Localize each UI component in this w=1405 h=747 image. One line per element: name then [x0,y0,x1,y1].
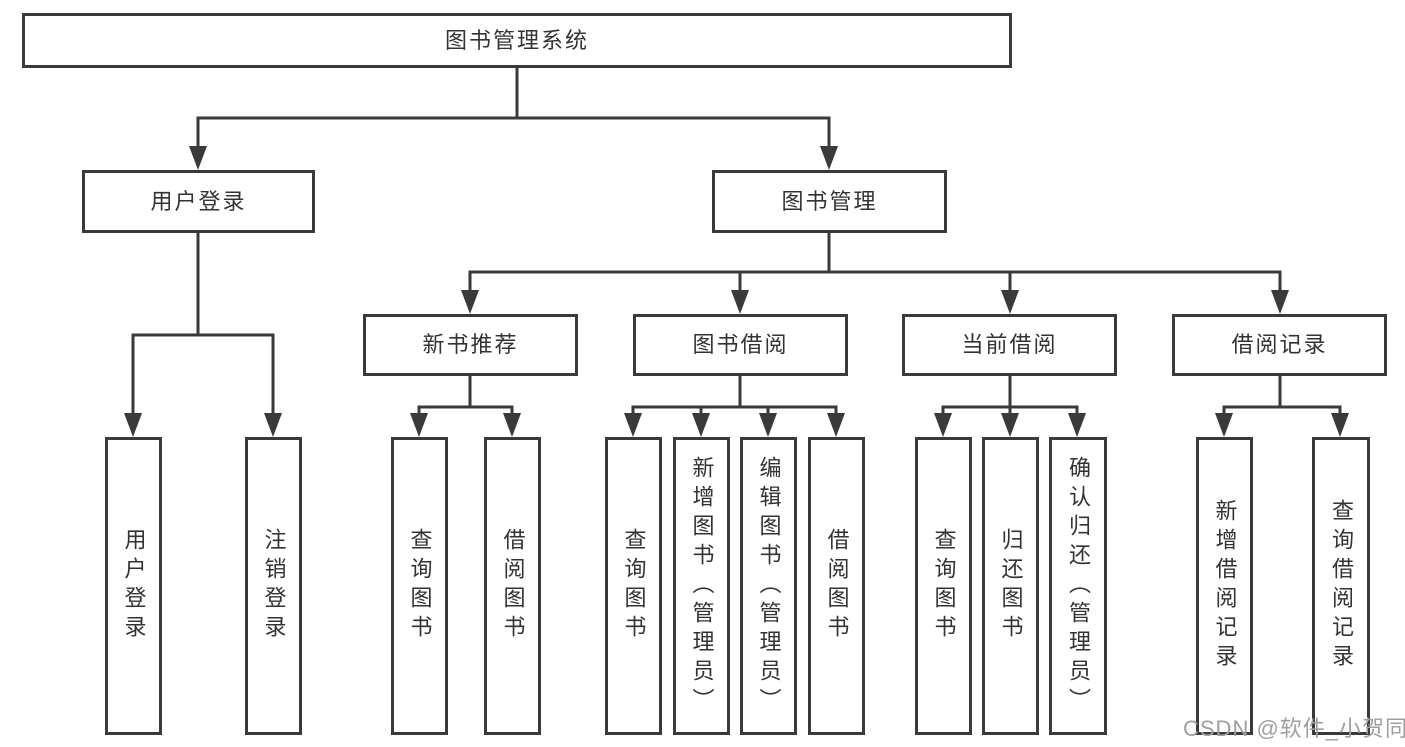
leaf-query-borrow-record: 查询借阅记录 [1312,437,1370,735]
leaf-logout: 注销登录 [245,437,302,735]
leaf-add-borrow-record-label: 新增借阅记录 [1212,499,1238,673]
leaf-add-borrow-record: 新增借阅记录 [1196,437,1253,735]
leaf-borrow-books: 借阅图书 [808,437,865,735]
leaf-confirm-return-admin: 确认归还（管理员） [1049,437,1107,735]
leaf-query-books-borrow: 查询图书 [605,437,662,735]
node-borrowing-records-label: 借阅记录 [1231,332,1328,357]
leaf-edit-books-admin-label: 编辑图书（管理员） [756,455,782,717]
leaf-borrow-books-recommend: 借阅图书 [484,437,541,735]
leaf-borrow-books-recommend-label: 借阅图书 [500,528,526,644]
node-current-borrowing-label: 当前借阅 [961,332,1058,357]
watermark: CSDN @软件_小贺同学 [1183,716,1405,741]
leaf-add-books-admin: 新增图书（管理员） [673,437,730,735]
node-new-book-recommendation: 新书推荐 [363,314,578,376]
leaf-logout-label: 注销登录 [261,528,287,644]
node-new-book-recommendation-label: 新书推荐 [422,332,519,357]
node-book-management-label: 图书管理 [781,188,878,214]
leaf-query-books-recommend: 查询图书 [391,437,448,735]
leaf-user-login-label: 用户登录 [121,528,147,644]
node-library-management-system: 图书管理系统 [22,13,1012,68]
leaf-query-books-recommend-label: 查询图书 [407,528,433,644]
leaf-user-login: 用户登录 [105,437,162,735]
leaf-query-books-borrow-label: 查询图书 [621,528,647,644]
node-book-management: 图书管理 [712,170,947,233]
leaf-query-books-current-label: 查询图书 [931,528,957,644]
node-borrowing-records: 借阅记录 [1172,314,1387,376]
node-user-login-label: 用户登录 [150,188,247,214]
node-book-borrowing: 图书借阅 [633,314,848,376]
leaf-confirm-return-admin-label: 确认归还（管理员） [1066,455,1091,717]
leaf-borrow-books-label: 借阅图书 [824,528,850,644]
leaf-edit-books-admin: 编辑图书（管理员） [740,437,797,735]
leaf-query-borrow-record-label: 查询借阅记录 [1329,499,1354,673]
leaf-return-books: 归还图书 [982,437,1039,735]
leaf-add-books-admin-label: 新增图书（管理员） [689,455,715,717]
node-user-login: 用户登录 [82,170,315,233]
node-book-borrowing-label: 图书借阅 [692,332,789,357]
leaf-return-books-label: 归还图书 [998,528,1024,644]
arrowheads [124,146,1349,437]
node-library-management-system-label: 图书管理系统 [444,27,589,53]
leaf-query-books-current: 查询图书 [915,437,972,735]
node-current-borrowing: 当前借阅 [902,314,1117,376]
